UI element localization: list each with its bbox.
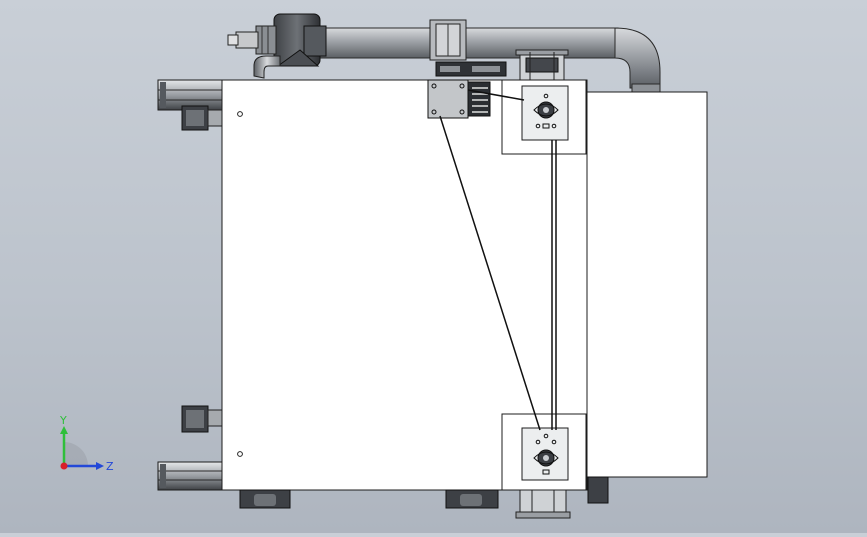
drive-motor xyxy=(427,79,491,119)
pipe-coupling xyxy=(429,19,467,61)
caster-right xyxy=(445,489,499,509)
z-axis-label: Z xyxy=(106,460,114,473)
panel-screw-bottom xyxy=(237,451,243,457)
y-axis-head xyxy=(60,426,68,434)
triad-origin xyxy=(60,462,68,470)
inlet-elbow xyxy=(253,55,281,79)
left-stepper-bottom xyxy=(181,405,223,433)
exhaust-pipe xyxy=(317,27,661,93)
bottom-pulley-assembly xyxy=(515,489,571,519)
z-axis-head xyxy=(96,462,104,470)
caster-left xyxy=(239,489,291,509)
bearing-plate-bottom xyxy=(501,413,587,491)
panel-screw-top xyxy=(237,111,243,117)
y-axis-label: Y xyxy=(59,414,67,427)
bearing-plate-top xyxy=(501,79,587,155)
blower-fan xyxy=(227,13,327,67)
drive-belt xyxy=(439,89,557,431)
left-rail-bottom xyxy=(157,461,225,491)
rear-foot xyxy=(587,476,609,504)
tensioner-bracket xyxy=(435,61,507,77)
triad-plane xyxy=(64,442,88,466)
coordinate-triad[interactable]: Y Z xyxy=(46,412,126,482)
left-rail-top xyxy=(157,79,225,111)
rear-panel xyxy=(585,91,708,478)
top-pulley-assembly xyxy=(515,49,569,81)
left-stepper-top xyxy=(181,105,223,131)
